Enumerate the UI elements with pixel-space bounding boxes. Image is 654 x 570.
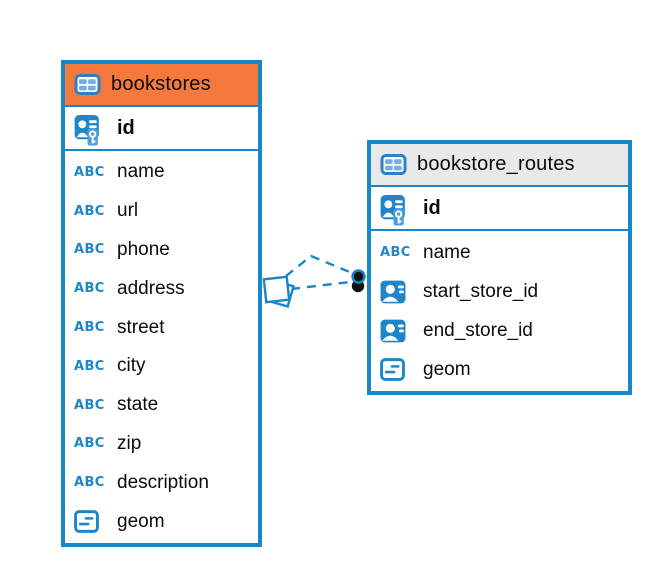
table-title: bookstores <box>111 73 211 95</box>
column-row[interactable]: start_store_id <box>371 272 628 311</box>
column-row[interactable]: ABC name <box>371 233 628 272</box>
foreign-key-icon <box>380 280 414 304</box>
text-type-icon: ABC <box>74 436 105 452</box>
column-row-pk[interactable]: id <box>371 187 628 231</box>
text-type-icon: ABC <box>74 242 105 258</box>
geometry-type-icon <box>380 358 414 381</box>
column-row[interactable]: ABC address <box>65 269 258 308</box>
geometry-type-icon <box>74 510 108 533</box>
table-bookstores-header[interactable]: bookstores <box>65 64 258 107</box>
relationship-source-marker-stacked-diamond[interactable] <box>262 275 295 308</box>
relationship-line-upper[interactable] <box>285 254 353 277</box>
column-row-pk[interactable]: id <box>65 107 258 151</box>
table-icon <box>74 74 102 95</box>
column-row[interactable]: ABC name <box>65 153 258 192</box>
column-name: id <box>117 116 135 139</box>
column-name: state <box>117 394 159 416</box>
column-name: name <box>117 161 165 183</box>
column-row[interactable]: end_store_id <box>371 311 628 350</box>
table-icon <box>380 154 408 175</box>
column-name: id <box>423 196 441 219</box>
column-row[interactable]: ABC phone <box>65 231 258 270</box>
column-list: ABC name start_store_id end_store_id ge <box>371 231 628 391</box>
text-type-icon: ABC <box>74 164 105 180</box>
relationship-line-lower[interactable] <box>290 280 351 291</box>
column-row[interactable]: geom <box>371 350 628 389</box>
column-name: city <box>117 355 146 377</box>
text-type-icon: ABC <box>74 203 105 219</box>
text-type-icon: ABC <box>74 281 105 297</box>
column-name: street <box>117 316 165 338</box>
column-row[interactable]: ABC street <box>65 308 258 347</box>
column-name: address <box>117 277 185 299</box>
column-name: url <box>117 200 139 222</box>
text-type-icon: ABC <box>74 475 105 491</box>
column-row[interactable]: geom <box>65 502 258 541</box>
table-bookstores[interactable]: bookstores id ABC name ABC url ABC phone… <box>61 60 262 547</box>
column-name: zip <box>117 432 142 454</box>
text-type-icon: ABC <box>74 397 105 413</box>
table-bookstore-routes-header[interactable]: bookstore_routes <box>371 144 628 187</box>
column-name: start_store_id <box>423 280 539 302</box>
primary-key-icon <box>74 110 108 146</box>
column-row[interactable]: ABC url <box>65 192 258 231</box>
column-name: geom <box>423 358 471 380</box>
text-type-icon: ABC <box>74 320 105 336</box>
column-row[interactable]: ABC city <box>65 347 258 386</box>
table-title: bookstore_routes <box>417 153 575 175</box>
column-row[interactable]: ABC description <box>65 463 258 502</box>
column-name: geom <box>117 510 165 532</box>
text-type-icon: ABC <box>74 358 105 374</box>
table-bookstore-routes[interactable]: bookstore_routes id ABC name start_store… <box>367 140 632 395</box>
column-row[interactable]: ABC state <box>65 386 258 425</box>
text-type-icon: ABC <box>380 245 411 260</box>
relationship-target-marker-filled-dot[interactable] <box>351 269 366 293</box>
column-name: end_store_id <box>423 319 533 341</box>
primary-key-icon <box>380 190 414 226</box>
column-name: name <box>423 241 471 263</box>
column-name: phone <box>117 238 170 260</box>
column-name: description <box>117 471 209 493</box>
foreign-key-icon <box>380 319 414 343</box>
column-row[interactable]: ABC zip <box>65 425 258 464</box>
column-list: ABC name ABC url ABC phone ABC address A… <box>65 151 258 543</box>
